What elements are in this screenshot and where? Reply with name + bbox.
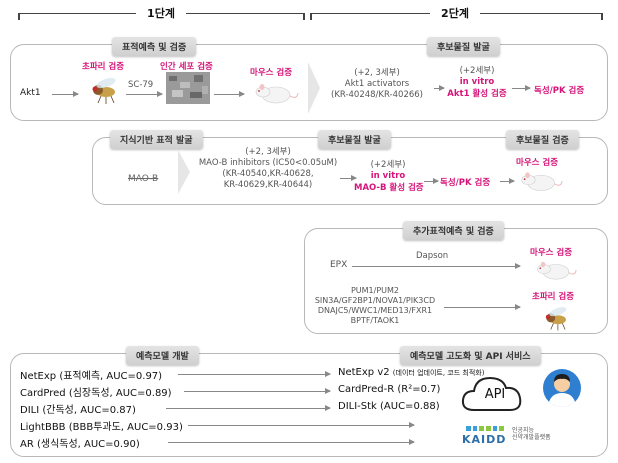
gene-list-item: DNAJC5/WWC1/MED13/FXR1 (317, 306, 433, 315)
row1-header-candidate: 후보물질 발굴 (427, 37, 500, 56)
arrow-activators-invitro (434, 85, 445, 91)
row3-header: 추가표적예측 및 검증 (403, 221, 504, 240)
arrow-akt1-fly (52, 91, 79, 97)
cell-verification-label: 인간 세포 검증 (160, 62, 213, 72)
fruit-fly-icon (545, 307, 567, 331)
row2-chevron (178, 150, 190, 194)
fruit-fly-icon (92, 77, 116, 104)
kaidd-logo-bars (466, 426, 505, 431)
akt1-invitro-title: in vitro (459, 77, 495, 87)
arrow-inhibitors-invitro (340, 175, 357, 181)
bottom-header-api: 예측모델 고도화 및 API 서비스 (400, 346, 541, 365)
netexp-v2-note: (데이터 업데이트, 코드 최적화) (392, 369, 485, 377)
netexp-v2-title: NetExp v2 (338, 367, 390, 378)
netexp-v2: NetExp v2 (데이터 업데이트, 코드 최적화) (338, 367, 484, 378)
arrow-cell-mouse (214, 91, 245, 97)
mouse-icon (537, 261, 577, 280)
akt1-invitro: (+2세부) in vitro Akt1 활성 검증 (444, 66, 510, 99)
cardpred-r: CardPred-R (R²=0.7) (338, 384, 441, 395)
mouse-verification-label: 마우스 검증 (250, 68, 293, 78)
arrow-ar (168, 439, 415, 445)
maob-invitro-assay: MAO-B 활성 검증 (354, 183, 424, 193)
akt1-activators: (+2, 3세부) Akt1 activators (KR-40248/KR-4… (322, 68, 432, 101)
mouse-icon (255, 84, 299, 104)
row3-mouse-label: 마우스 검증 (530, 248, 573, 258)
maob-inhibitors: (+2, 3세부) MAO-B inhibitors (IC50<0.05uM)… (198, 147, 338, 191)
row1-chevron (308, 62, 320, 114)
bottom-header-models: 예측모델 개발 (126, 346, 199, 365)
akt1-label: Akt1 (20, 88, 41, 98)
kaidd-logo: KAIDD (462, 433, 507, 446)
arrow-netexp (178, 371, 331, 377)
maob-inhibitors-title: MAO-B inhibitors (IC50<0.05uM) (198, 158, 338, 168)
kaidd-tagline-2: 신약개발플랫폼 (512, 434, 551, 441)
arrow-tox-mouse2 (500, 178, 515, 184)
akt1-invitro-parts: (+2세부) (459, 66, 495, 76)
arrow-fly-cell (126, 91, 163, 97)
akt1-tox-label: 독성/PK 검증 (534, 86, 585, 96)
row3-fly-label: 초파리 검증 (532, 292, 575, 302)
maob-mouse-label: 마우스 검증 (516, 158, 559, 168)
sc79-label: SC-79 (128, 80, 154, 90)
maob-inhibitors-compounds2: KR-40629,KR-40644) (223, 180, 313, 190)
model-cardpred: CardPred (심장독성, AUC=0.89) (20, 388, 172, 399)
maob-invitro-parts: (+2세부) (370, 160, 406, 170)
row2-header-knowledge: 지식기반 표적 발굴 (110, 130, 203, 149)
arrow-lightbbb (188, 422, 415, 428)
stage1-bracket-left (18, 13, 20, 20)
kaidd-tagline: 인공지능 신약개발플랫폼 (512, 427, 551, 441)
model-lightbbb: LightBBB (BBB투과도, AUC=0.93) (20, 422, 183, 433)
cell-microscopy-image (166, 72, 210, 104)
row2-header-candidate: 후보물질 발굴 (318, 130, 391, 149)
model-netexp: NetExp (표적예측, AUC=0.97) (20, 371, 163, 382)
maob-inhibitors-compounds1: (KR-40540,KR-40628, (222, 169, 314, 179)
stage1-bracket-right (303, 13, 305, 20)
akt1-activators-title: Akt1 activators (344, 79, 410, 89)
arrow-dili (166, 405, 331, 411)
fly-verification-label: 초파리 검증 (82, 62, 125, 72)
model-ar: AR (생식독성, AUC=0.90) (20, 439, 140, 450)
api-label: API (484, 387, 506, 402)
row1-header-target: 표적예측 및 검증 (112, 37, 197, 56)
arrow-cardpred (184, 388, 331, 394)
model-dili: DILI (간독성, AUC=0.87) (20, 405, 136, 416)
akt1-invitro-assay: Akt1 활성 검증 (447, 89, 507, 99)
gene-list: PUM1/PUM2 SIN3A/GF2BP1/NOVA1/PIK3CD DNAJ… (310, 286, 440, 326)
row2-header-verify: 후보물질 검증 (506, 130, 579, 149)
maob-invitro-title: in vitro (370, 171, 406, 181)
dili-stk: DILI-Stk (AUC=0.88) (338, 401, 440, 412)
arrow-genes-fly (444, 304, 521, 310)
epx-label: EPX (330, 260, 348, 270)
stage2-bracket-right (601, 13, 603, 20)
gene-list-item: SIN3A/GF2BP1/NOVA1/PIK3CD (314, 296, 436, 305)
cloud-icon (461, 376, 522, 411)
dapson-label: Dapson (416, 251, 449, 261)
gene-list-item: BPTF/TAOK1 (350, 316, 400, 325)
user-avatar-icon (543, 369, 581, 407)
gene-list-item: PUM1/PUM2 (350, 286, 400, 295)
stage2-bracket-left (310, 13, 312, 20)
maob-label: MAO-B (128, 174, 159, 184)
arrow-invitro-tox2 (424, 178, 439, 184)
maob-tox-label: 독성/PK 검증 (440, 178, 491, 188)
akt1-activators-parts: (+2, 3세부) (354, 68, 400, 78)
akt1-activators-compounds: (KR-40248/KR-40266) (331, 90, 423, 100)
kaidd-tagline-1: 인공지능 (512, 427, 535, 434)
stage2-label: 2단계 (430, 5, 480, 21)
arrow-epx-mouse (352, 263, 521, 269)
maob-invitro: (+2세부) in vitro MAO-B 활성 검증 (354, 160, 424, 193)
maob-inhibitors-parts: (+2, 3세부) (245, 147, 291, 157)
mouse-icon (521, 172, 563, 191)
stage1-label: 1단계 (136, 5, 186, 21)
arrow-invitro-tox (512, 85, 531, 91)
